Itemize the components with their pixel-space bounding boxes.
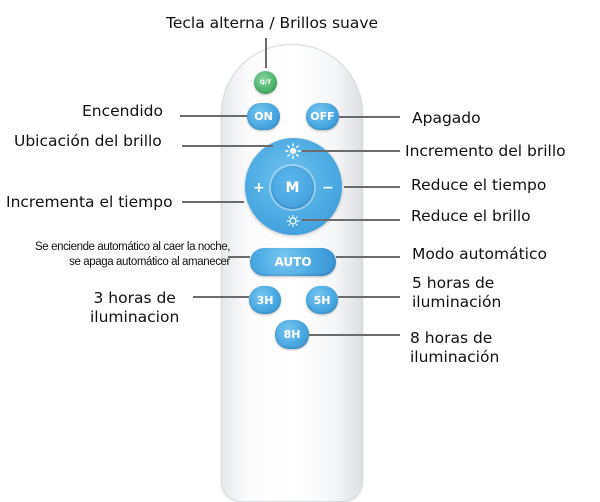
leader-line (336, 256, 400, 258)
leader-line (302, 150, 400, 152)
soft-brightness-toggle-button[interactable]: Q/T (254, 71, 277, 94)
leader-line (309, 334, 400, 336)
auto-button[interactable]: AUTO (250, 248, 336, 276)
label-tecla-alterna: Tecla alterna / Brillos suave (166, 14, 379, 32)
off-button[interactable]: OFF (306, 103, 339, 130)
plus-icon[interactable]: + (253, 180, 265, 196)
leader-line (228, 256, 250, 258)
brightness-up-icon[interactable] (285, 143, 301, 159)
leader-line (182, 201, 244, 203)
leader-line (193, 296, 249, 298)
label-ocho-horas: 8 horas de iluminación (410, 329, 500, 366)
label-incremento-brillo: Incremento del brillo (405, 142, 566, 160)
label-tres-horas: 3 horas de iluminacion (90, 289, 180, 326)
leader-line (344, 186, 400, 188)
leader-line (302, 219, 400, 221)
on-button[interactable]: ON (247, 103, 280, 130)
8h-button[interactable]: 8H (275, 320, 309, 349)
label-ubicacion-brillo: Ubicación del brillo (14, 132, 162, 150)
leader-line (339, 116, 400, 118)
leader-line (180, 115, 247, 117)
auto-description-line-1: Se enciende automático al caer la noche, (35, 241, 230, 253)
label-modo-automatico: Modo automático (412, 245, 547, 263)
5h-button[interactable]: 5H (306, 286, 338, 314)
mode-button[interactable]: M (271, 166, 314, 209)
auto-description-line-2: se apaga automático al amanecer (69, 256, 230, 268)
leader-line (338, 296, 400, 298)
label-cinco-horas: 5 horas de iluminación (412, 274, 502, 311)
brightness-down-icon[interactable] (286, 214, 300, 228)
label-encendido: Encendido (82, 102, 163, 120)
label-apagado: Apagado (412, 109, 481, 127)
minus-icon[interactable]: − (322, 180, 334, 196)
label-reduce-tiempo: Reduce el tiempo (411, 176, 547, 194)
3h-button[interactable]: 3H (249, 286, 281, 314)
leader-line (182, 145, 273, 147)
leader-line (265, 38, 267, 68)
label-reduce-brillo: Reduce el brillo (411, 207, 531, 225)
label-auto-description: Se enciende automático al caer la noche,… (4, 240, 230, 270)
label-incrementa-tiempo: Incrementa el tiempo (6, 193, 173, 211)
